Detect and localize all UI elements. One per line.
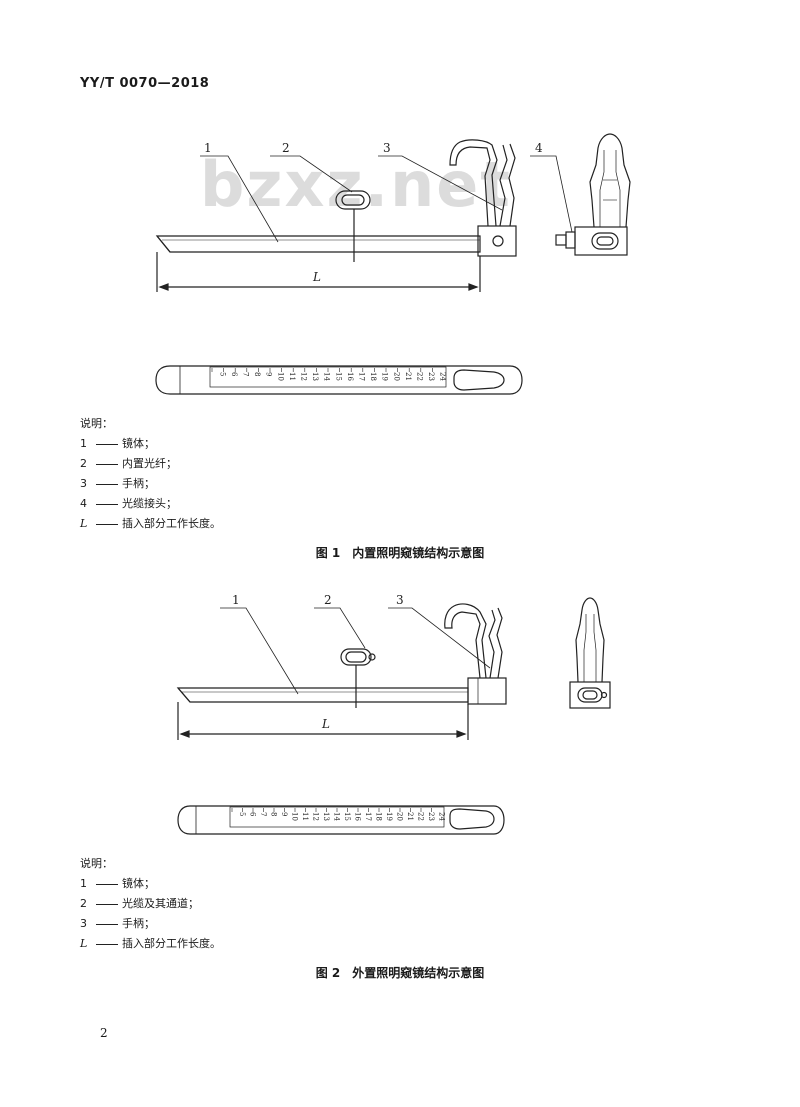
figure-2-caption: 图 2 外置照明窥镜结构示意图 <box>0 964 800 981</box>
fig2-handle-block <box>467 677 507 705</box>
fig1-callout-1: 1 <box>204 141 212 155</box>
page-number: 2 <box>100 1026 108 1040</box>
fig1-scale-label: 9 <box>265 372 273 376</box>
fig2-scale-label: 11 <box>301 812 309 821</box>
fig2-caption-title: 外置照明窥镜结构示意图 <box>352 966 485 980</box>
fig2-scale-label: 12 <box>311 812 319 821</box>
fig1-dimension-label: L <box>312 270 321 284</box>
fig1-scale-strip <box>209 366 447 388</box>
fig1-top-view-body <box>155 365 523 395</box>
fig1-handle-block <box>477 225 517 257</box>
fig2-scale-label: 24 <box>437 812 445 821</box>
fig2-scale-label: 19 <box>385 812 393 821</box>
fig2-scale-label: 16 <box>353 812 361 821</box>
fig1-scale-label: 13 <box>311 372 319 381</box>
figure-1-caption: 图 1 内置照明窥镜结构示意图 <box>0 544 800 561</box>
fig2-scale-label: 17 <box>364 812 372 821</box>
fig1-scale-label: 21 <box>404 372 412 381</box>
fig1-scale-label: 15 <box>334 372 342 381</box>
fig2-scale-label: 21 <box>406 812 414 821</box>
fig2-scale-label: 20 <box>395 812 403 821</box>
fig1-scale-label: 8 <box>253 372 261 376</box>
fig2-scale-label: 7 <box>259 812 267 816</box>
fig2-scale-label: 10 <box>290 812 298 821</box>
fig1-caption-title: 内置照明窥镜结构示意图 <box>352 546 485 560</box>
fig2-scale-label: 5 <box>238 812 246 816</box>
fig2-blade-body <box>176 687 469 703</box>
fig1-scale-label: 16 <box>346 372 354 381</box>
fig1-callout-3: 3 <box>383 141 391 155</box>
fig2-callout-2: 2 <box>324 593 332 607</box>
fig1-blade-body <box>155 235 481 253</box>
fig2-scale-strip <box>229 806 445 828</box>
fig2-callout-3: 3 <box>396 593 404 607</box>
fig1-scale-label: 18 <box>369 372 377 381</box>
fig1-caption-number: 图 1 <box>315 546 341 560</box>
fig2-legend-title: 说明： <box>80 857 113 870</box>
fig1-scale-label: 23 <box>427 372 435 381</box>
fig1-scale-label: 10 <box>276 372 284 381</box>
fig2-side-block <box>569 681 611 709</box>
fig1-scale-label: 5 <box>218 372 226 376</box>
fig2-scale-label: 23 <box>427 812 435 821</box>
fig1-scale-label: 7 <box>242 372 250 376</box>
fig1-scale-label: 17 <box>358 372 366 381</box>
fig2-dimension-label: L <box>321 717 330 731</box>
fig2-scale-label: 13 <box>322 812 330 821</box>
document-standard-number: YY/T 0070—2018 <box>80 76 210 91</box>
fig2-caption-number: 图 2 <box>315 966 341 980</box>
fig2-scale-label: 15 <box>343 812 351 821</box>
fig1-handle-hole <box>492 235 504 247</box>
fig2-scale-label: 6 <box>248 812 256 817</box>
fig1-scale-label: 11 <box>288 372 296 381</box>
fig1-scale-label: 24 <box>439 372 447 381</box>
fig1-scale-label: 6 <box>230 372 238 377</box>
fig1-scale-label: 22 <box>416 372 424 381</box>
fig2-handle <box>444 603 487 679</box>
fig1-callout-2: 2 <box>282 141 290 155</box>
fig2-scale-label: 22 <box>416 812 424 821</box>
fig1-side-block <box>574 226 628 256</box>
fig2-top-view-body <box>177 805 505 835</box>
fig1-callout-4: 4 <box>535 141 543 155</box>
fig2-callout-1: 1 <box>232 593 240 607</box>
fig2-side-handle <box>575 597 605 683</box>
fig1-fiber-oval <box>335 190 371 210</box>
fig1-scale-label: 20 <box>392 372 400 381</box>
fig2-scale-label: 8 <box>269 812 277 816</box>
fig2-scale-label: 9 <box>280 812 288 816</box>
fig1-side-handle <box>589 133 631 228</box>
fig2-scale-label: 18 <box>374 812 382 821</box>
fig1-scale-label: 12 <box>300 372 308 381</box>
fig1-scale-label: 19 <box>381 372 389 381</box>
fig1-scale-label: 14 <box>323 372 331 381</box>
fig1-handle <box>449 139 498 227</box>
fig1-legend-title: 说明： <box>80 417 113 430</box>
fig2-scale-label: 14 <box>332 812 340 821</box>
